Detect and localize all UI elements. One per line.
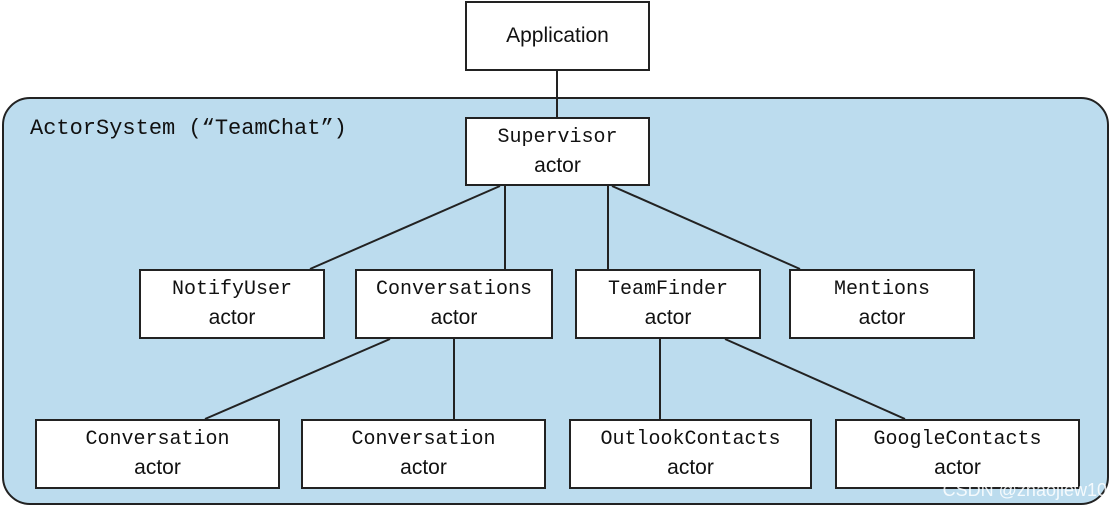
notifyuser-name: NotifyUser <box>171 278 293 301</box>
conversation-2-name: Conversation <box>351 428 496 451</box>
conversation-actor-node-2: Conversation actor <box>301 419 546 489</box>
googlecontacts-name: GoogleContacts <box>873 428 1042 451</box>
supervisor-name: Supervisor <box>497 125 618 149</box>
application-label: Application <box>506 24 609 47</box>
conversations-actor-node: Conversations actor <box>355 269 553 339</box>
outlookcontacts-name: OutlookContacts <box>600 428 781 451</box>
conversation-actor-node-1: Conversation actor <box>35 419 280 489</box>
conversation-1-name: Conversation <box>85 428 230 451</box>
application-node: Application <box>465 1 650 71</box>
conversation-1-kind: actor <box>134 456 181 479</box>
edge-teamfinder-googlecontacts <box>724 338 906 420</box>
conversations-name: Conversations <box>375 278 533 301</box>
mentions-name: Mentions <box>833 278 930 301</box>
notifyuser-kind: actor <box>208 306 256 329</box>
googlecontacts-actor-node: GoogleContacts actor <box>835 419 1080 489</box>
conversations-kind: actor <box>430 306 478 329</box>
edge-conversations-conversation1 <box>204 338 391 420</box>
googlecontacts-kind: actor <box>934 456 981 479</box>
edge-supervisor-notifyuser <box>309 185 501 270</box>
notifyuser-actor-node: NotifyUser actor <box>139 269 325 339</box>
outlookcontacts-actor-node: OutlookContacts actor <box>569 419 812 489</box>
conversation-2-kind: actor <box>400 456 447 479</box>
actor-system-label: ActorSystem (“TeamChat”) <box>30 116 347 141</box>
teamfinder-actor-node: TeamFinder actor <box>575 269 761 339</box>
teamfinder-kind: actor <box>644 306 692 329</box>
outlookcontacts-kind: actor <box>667 456 714 479</box>
mentions-actor-node: Mentions actor <box>789 269 975 339</box>
mentions-kind: actor <box>858 306 906 329</box>
supervisor-actor-node: Supervisor actor <box>465 117 650 186</box>
watermark-text: CSDN @zhaojiew10 <box>942 480 1107 500</box>
teamfinder-name: TeamFinder <box>607 278 729 301</box>
supervisor-kind: actor <box>534 153 581 177</box>
edge-supervisor-mentions <box>611 185 801 270</box>
